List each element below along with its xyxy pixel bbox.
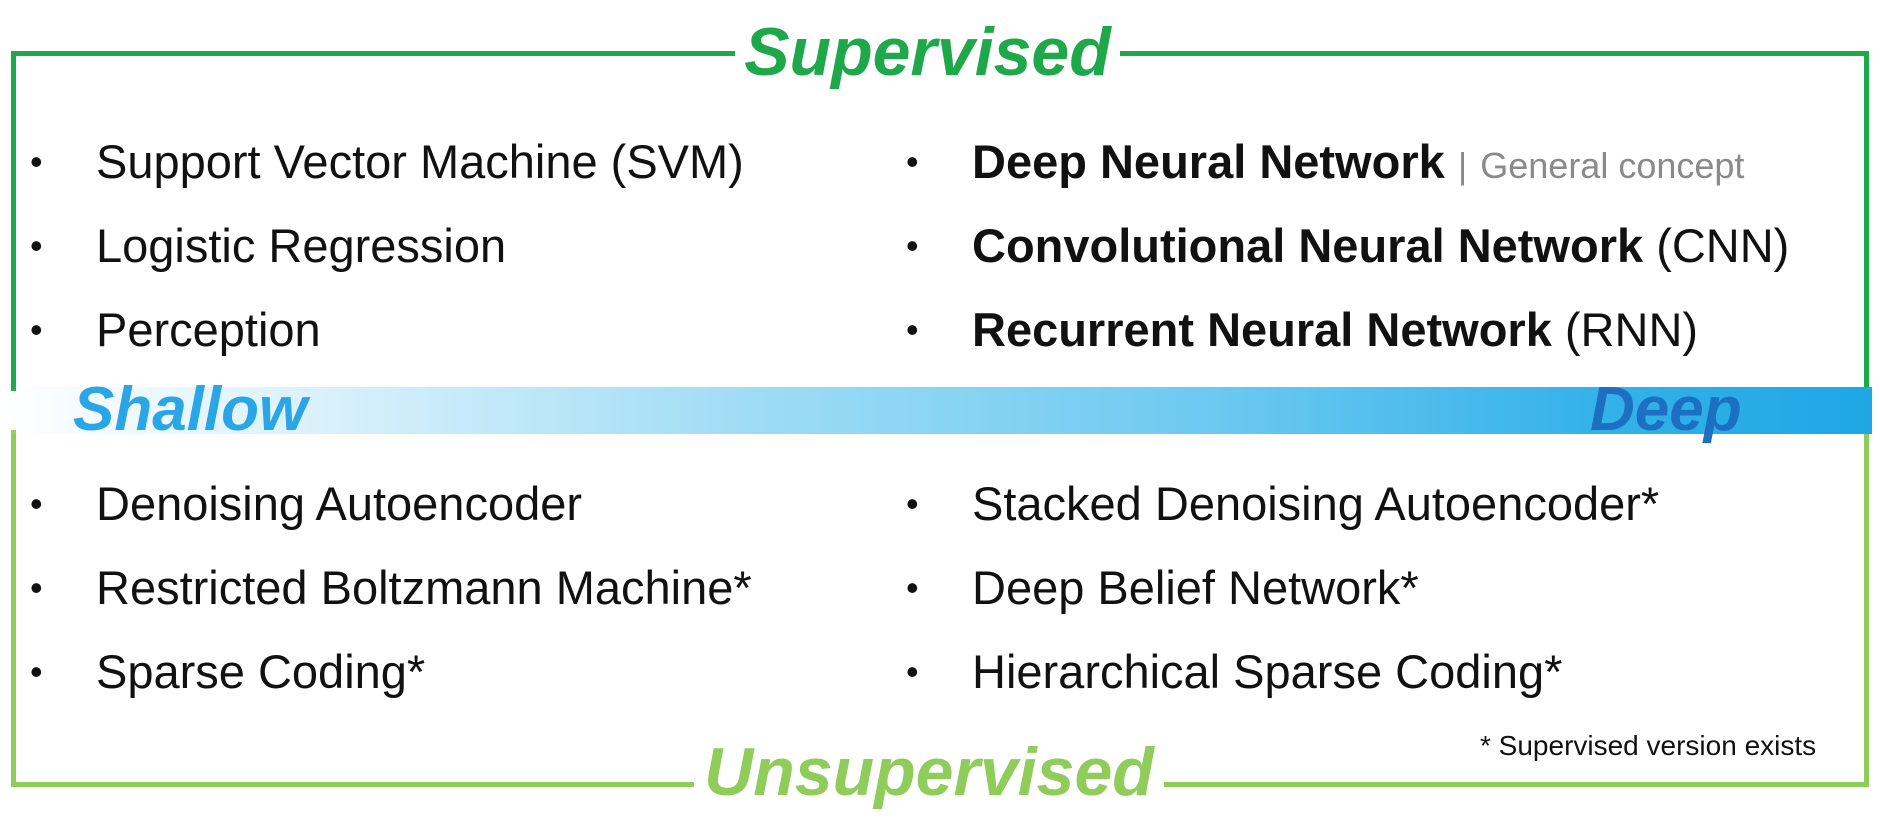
bullet-icon: • bbox=[30, 567, 43, 608]
supervised-shallow-list: • Support Vector Machine (SVM) • Logistic … bbox=[30, 120, 744, 372]
method-note: General concept bbox=[1480, 145, 1745, 186]
method-name: Restricted Boltzmann Machine* bbox=[96, 561, 752, 614]
bullet-icon: • bbox=[906, 225, 919, 266]
list-item: • Stacked Denoising Autoencoder* bbox=[906, 462, 1659, 546]
bullet-icon: • bbox=[30, 225, 43, 266]
list-item: • Support Vector Machine (SVM) bbox=[30, 120, 744, 204]
method-name: Denoising Autoencoder bbox=[96, 477, 583, 530]
bullet-icon: • bbox=[30, 651, 43, 692]
supervised-deep-list: • Deep Neural Network | General concept •… bbox=[906, 120, 1789, 372]
supervised-title: Supervised bbox=[735, 14, 1120, 94]
list-item: • Hierarchical Sparse Coding* bbox=[906, 630, 1659, 714]
list-item: • Logistic Regression bbox=[30, 204, 744, 288]
footnote: * Supervised version exists bbox=[1480, 730, 1817, 761]
method-name: Recurrent Neural Network bbox=[972, 303, 1552, 356]
list-item: • Deep Neural Network | General concept bbox=[906, 120, 1789, 204]
bullet-icon: • bbox=[906, 141, 919, 182]
method-name: Deep Belief Network* bbox=[972, 561, 1419, 614]
method-name: Logistic Regression bbox=[96, 219, 507, 272]
bullet-icon: • bbox=[30, 309, 43, 350]
unsupervised-title: Unsupervised bbox=[694, 732, 1164, 812]
list-item: • Recurrent Neural Network (RNN) bbox=[906, 288, 1789, 372]
bullet-icon: • bbox=[30, 483, 43, 524]
method-name: Support Vector Machine (SVM) bbox=[96, 135, 744, 188]
shallow-label: Shallow bbox=[73, 375, 308, 444]
bullet-icon: • bbox=[906, 483, 919, 524]
deep-label: Deep bbox=[1590, 375, 1742, 444]
method-name: Hierarchical Sparse Coding* bbox=[972, 645, 1563, 698]
bullet-icon: • bbox=[30, 141, 43, 182]
bullet-icon: • bbox=[906, 567, 919, 608]
method-name: Stacked Denoising Autoencoder* bbox=[972, 477, 1660, 530]
bullet-icon: • bbox=[906, 651, 919, 692]
list-item: • Sparse Coding* bbox=[30, 630, 752, 714]
list-item: • Deep Belief Network* bbox=[906, 546, 1659, 630]
list-item: • Denoising Autoencoder bbox=[30, 462, 752, 546]
bullet-icon: • bbox=[906, 309, 919, 350]
list-item: • Convolutional Neural Network (CNN) bbox=[906, 204, 1789, 288]
method-abbreviation: (CNN) bbox=[1656, 219, 1790, 272]
list-item: • Restricted Boltzmann Machine* bbox=[30, 546, 752, 630]
unsupervised-deep-list: • Stacked Denoising Autoencoder* • Deep Be… bbox=[906, 462, 1659, 714]
method-name: Deep Neural Network bbox=[972, 135, 1445, 188]
depth-gradient-band bbox=[0, 387, 1872, 434]
method-name: Sparse Coding* bbox=[96, 645, 426, 698]
method-abbreviation: (RNN) bbox=[1564, 303, 1699, 356]
method-name: Perception bbox=[96, 303, 321, 356]
unsupervised-shallow-list: • Denoising Autoencoder • Restricted Boltz… bbox=[30, 462, 752, 714]
list-item: • Perception bbox=[30, 288, 744, 372]
separator: | bbox=[1457, 145, 1468, 186]
method-name: Convolutional Neural Network bbox=[972, 219, 1644, 272]
